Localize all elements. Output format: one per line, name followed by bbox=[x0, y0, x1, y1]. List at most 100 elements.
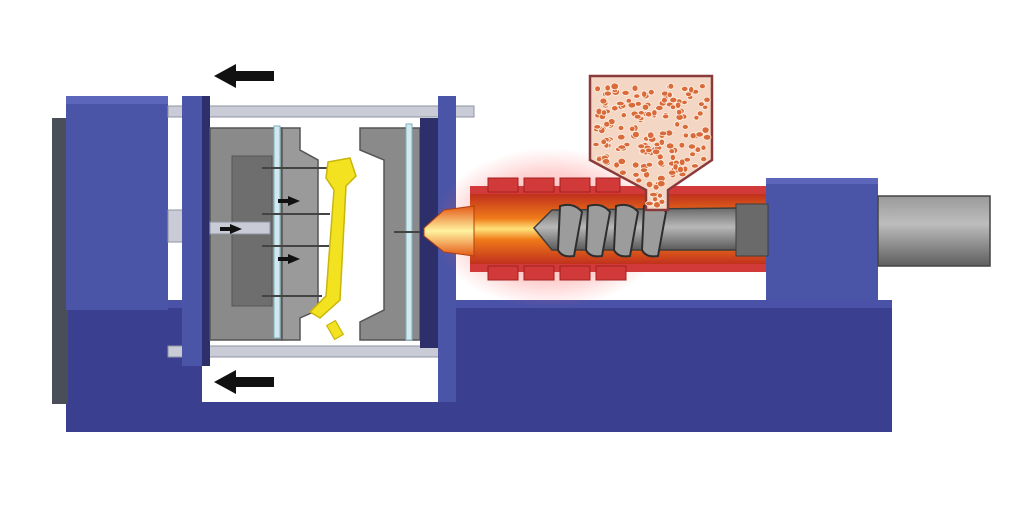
pellet bbox=[647, 131, 655, 139]
pellet bbox=[703, 96, 711, 103]
pellet bbox=[652, 148, 661, 155]
pellet bbox=[601, 158, 611, 165]
pellet bbox=[617, 133, 626, 141]
pellet bbox=[676, 108, 683, 116]
pellet bbox=[669, 153, 677, 161]
pellet bbox=[696, 110, 704, 117]
pellet bbox=[644, 147, 653, 153]
pellet bbox=[677, 165, 685, 174]
injection-drive-housing bbox=[735, 178, 878, 300]
pellet bbox=[666, 91, 673, 99]
pellet bbox=[693, 114, 700, 121]
pellet bbox=[658, 198, 666, 205]
pellet bbox=[631, 84, 639, 92]
pellet bbox=[690, 163, 699, 169]
pellet bbox=[694, 146, 702, 153]
pellet bbox=[647, 88, 655, 96]
ejected-molded-part bbox=[308, 157, 357, 341]
pellet bbox=[615, 100, 625, 107]
pellet bbox=[689, 132, 697, 140]
pellet bbox=[649, 192, 658, 198]
mold-opening-arrow-top bbox=[214, 64, 274, 88]
pellet bbox=[639, 148, 646, 154]
moving-mold-half bbox=[209, 125, 319, 341]
pellet bbox=[674, 101, 682, 109]
pellet bbox=[639, 167, 649, 173]
pellet bbox=[619, 169, 627, 176]
pellet bbox=[661, 97, 668, 104]
pellet bbox=[698, 101, 705, 107]
pellet bbox=[669, 104, 677, 110]
nozzle bbox=[423, 205, 475, 257]
pellet bbox=[681, 99, 688, 106]
pellet bbox=[594, 85, 601, 93]
pellet bbox=[620, 112, 627, 119]
pellet bbox=[678, 141, 686, 149]
pellet bbox=[701, 126, 710, 134]
pellet bbox=[667, 169, 677, 176]
pellet bbox=[628, 125, 636, 132]
pellet bbox=[621, 90, 630, 96]
pellet bbox=[674, 121, 681, 128]
pellet bbox=[702, 134, 712, 141]
pellet bbox=[681, 124, 689, 130]
pellet bbox=[651, 109, 658, 117]
pellet bbox=[633, 93, 641, 99]
pellet bbox=[700, 144, 707, 151]
pellet bbox=[653, 141, 661, 148]
pellet bbox=[635, 177, 643, 184]
pellet bbox=[662, 113, 670, 120]
pellet bbox=[631, 161, 640, 169]
pellet bbox=[603, 120, 611, 128]
pellet bbox=[593, 124, 602, 130]
pellet bbox=[699, 83, 706, 90]
plastic-pellets bbox=[592, 82, 712, 209]
pellet bbox=[678, 158, 686, 167]
pellet bbox=[625, 98, 632, 104]
pellet bbox=[611, 105, 619, 112]
pellet bbox=[617, 144, 627, 150]
ejector-motion-arrow bbox=[220, 196, 300, 264]
pellet bbox=[644, 111, 653, 118]
pellet bbox=[688, 85, 695, 94]
pellet bbox=[604, 84, 611, 92]
pellet bbox=[632, 130, 640, 139]
pellet bbox=[645, 180, 654, 189]
pellet bbox=[610, 82, 619, 91]
pellet bbox=[668, 148, 676, 155]
pellet bbox=[681, 85, 689, 92]
pellet bbox=[667, 83, 675, 90]
rear-platen bbox=[52, 96, 168, 404]
pellet bbox=[700, 156, 708, 163]
heater-bands bbox=[487, 177, 627, 281]
pellet bbox=[637, 143, 646, 150]
pellet bbox=[656, 192, 663, 199]
reciprocating-screw bbox=[532, 203, 741, 258]
pellet bbox=[657, 159, 665, 167]
pellet bbox=[645, 161, 654, 168]
moving-platen bbox=[182, 96, 210, 366]
pellet bbox=[658, 130, 668, 137]
pellet bbox=[695, 131, 704, 138]
pellet bbox=[600, 109, 608, 116]
pellet bbox=[656, 180, 666, 188]
pellet bbox=[632, 171, 640, 178]
pellet bbox=[651, 196, 659, 203]
pellet bbox=[633, 114, 642, 120]
pellet bbox=[687, 143, 697, 150]
pellet bbox=[595, 156, 603, 163]
pellet bbox=[689, 151, 696, 158]
pellet bbox=[599, 97, 608, 105]
pellet bbox=[634, 100, 642, 107]
pellet bbox=[641, 90, 648, 98]
pellet bbox=[682, 132, 690, 139]
pellet bbox=[645, 200, 654, 207]
pellet bbox=[655, 105, 664, 112]
pellet bbox=[669, 96, 678, 104]
pellet bbox=[592, 141, 600, 148]
pellet bbox=[617, 157, 626, 166]
pellet bbox=[600, 138, 607, 146]
pellet bbox=[603, 90, 612, 97]
